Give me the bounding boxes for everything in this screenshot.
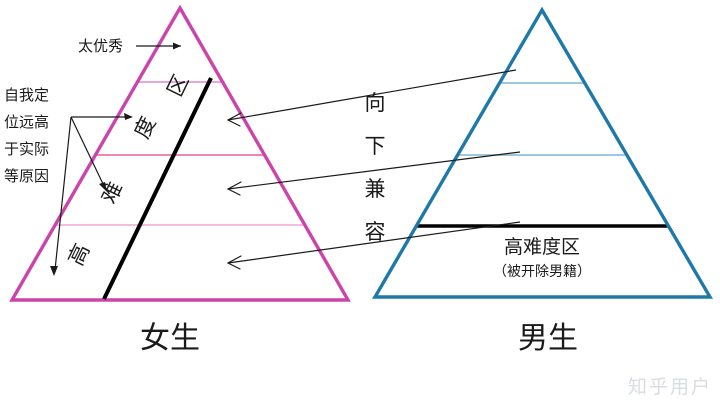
self-positioning-arrowheads xyxy=(50,113,133,276)
female-tier-label-gao: 高 xyxy=(64,240,95,269)
downward-compatible-char-3: 兼 xyxy=(365,177,386,201)
self-positioning-note-line-4: 等原因 xyxy=(4,167,49,185)
male-tier-lines xyxy=(375,82,710,228)
female-tier-label-nan: 难 xyxy=(97,178,128,207)
watermark-text: 知乎用户 xyxy=(628,376,712,398)
male-band-label: 高难度区 xyxy=(504,236,580,258)
self-positioning-note: 自我定 位远高 于实际 等原因 xyxy=(4,86,49,185)
female-tier-label-du: 度 xyxy=(130,113,161,142)
downward-compatible-label: 向 下 兼 容 xyxy=(365,91,386,244)
self-positioning-note-line-3: 于实际 xyxy=(4,140,49,158)
male-pyramid-caption: 男生 xyxy=(518,321,578,356)
female-tier-label-qu: 区 xyxy=(163,71,194,100)
female-difficulty-boundary xyxy=(102,77,213,300)
downward-compatible-char-1: 向 xyxy=(365,91,386,115)
too-excellent-arrow xyxy=(136,42,181,50)
female-pyramid-caption: 女生 xyxy=(140,321,200,356)
too-excellent-label: 太优秀 xyxy=(78,37,123,55)
self-positioning-pointer xyxy=(54,116,129,271)
self-positioning-note-line-2: 位远高 xyxy=(4,113,49,131)
male-pyramid-outline xyxy=(372,6,713,299)
downward-compatible-arrowheads xyxy=(226,112,242,270)
male-band-sublabel: （被开除男籍） xyxy=(493,263,591,280)
downward-compatible-char-2: 下 xyxy=(365,134,386,158)
female-tier-lines xyxy=(12,81,348,226)
downward-compatible-arrows xyxy=(227,69,521,264)
downward-compatible-char-4: 容 xyxy=(365,220,386,244)
self-positioning-note-line-1: 自我定 xyxy=(4,86,49,104)
female-pyramid-outline xyxy=(9,4,351,302)
